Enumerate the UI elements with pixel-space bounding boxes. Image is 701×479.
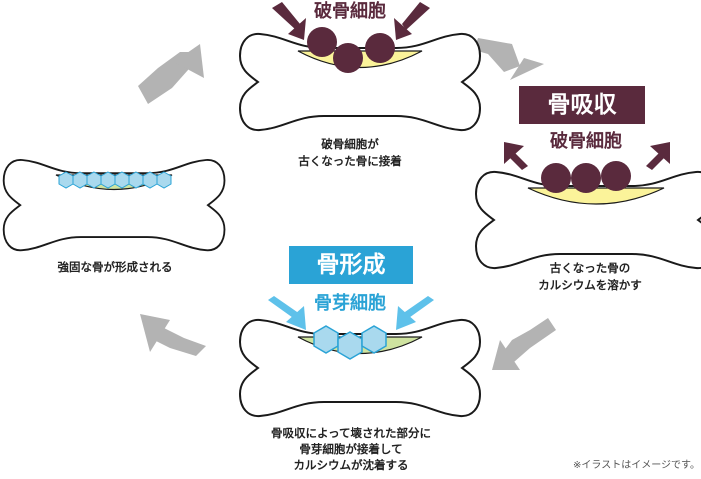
arrow-in-left-top xyxy=(272,2,306,40)
arrow-out-left-right xyxy=(504,142,528,170)
arrow-out-right-right xyxy=(646,142,670,170)
osteoblast-cluster-bottom xyxy=(313,325,387,360)
caption-bottom-line1: 骨吸収によって壊された部分に xyxy=(270,426,432,440)
caption-right-line2: カルシウムを溶かす xyxy=(538,278,642,292)
caption-bottom-line3: カルシウムが沈着する xyxy=(293,458,409,472)
arrow-in-left-bottom xyxy=(268,296,306,330)
osteoclast-label-top: 破骨細胞 xyxy=(314,1,386,22)
bone-right xyxy=(475,170,701,270)
osteoblast-label-bottom: 骨芽細胞 xyxy=(314,293,386,314)
caption-top-line2: 古くなった骨に接着 xyxy=(298,154,402,168)
cycle-arrow-bottom-left xyxy=(140,314,206,356)
bone-formation-badge: 骨形成 xyxy=(289,246,413,284)
cycle-arrow-bottom-right xyxy=(492,318,556,370)
footnote: ※イラストはイメージです。 xyxy=(573,460,700,471)
caption-right-line1: 古くなった骨の xyxy=(549,261,631,275)
cycle-arrow-top-left xyxy=(138,44,204,104)
osteoclast-label-right: 破骨細胞 xyxy=(550,131,622,152)
caption-top-line1: 破骨細胞が xyxy=(321,137,379,151)
osteoclast-cluster-right xyxy=(541,161,631,193)
bone-left xyxy=(2,158,226,252)
caption-left: 強固な骨が形成される xyxy=(57,260,173,274)
osteoblast-row-left xyxy=(58,171,172,189)
cycle-arrow-top-right xyxy=(474,38,544,80)
bone-top xyxy=(239,32,481,132)
arrow-in-right-top xyxy=(394,2,430,40)
bone-resorption-badge: 骨吸収 xyxy=(519,86,645,124)
arrow-in-right-bottom xyxy=(396,296,434,330)
bone-bottom xyxy=(239,318,481,418)
resorption-area xyxy=(527,187,665,205)
osteoclast-cluster-top xyxy=(307,27,395,73)
caption-bottom-line2: 骨芽細胞が接着して xyxy=(299,442,403,456)
